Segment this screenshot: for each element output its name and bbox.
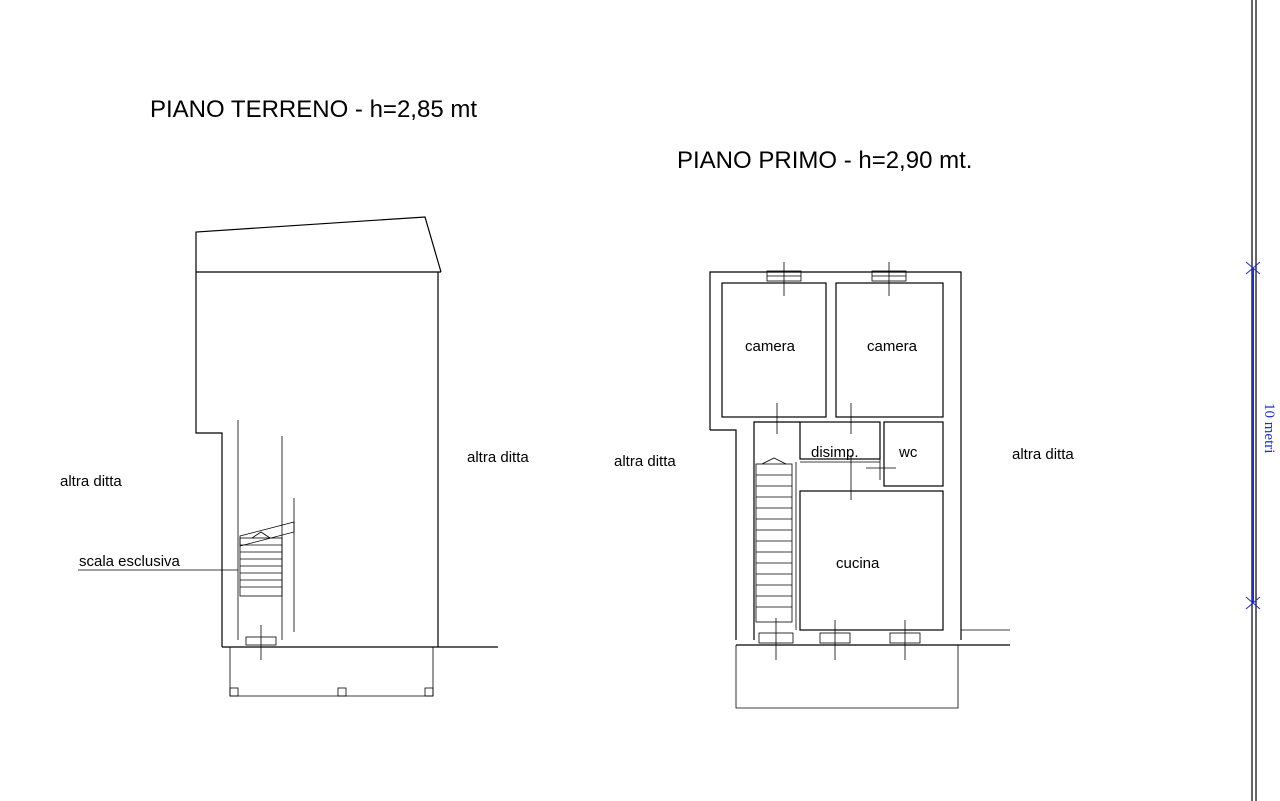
room-wc-label: wc [898, 444, 918, 461]
room-disimpegno-label: disimp. [811, 444, 859, 461]
scale-bar-label: 10 metri [1261, 403, 1277, 453]
first-floor-plan [709, 262, 1010, 709]
ground-floor-plan [78, 216, 498, 697]
first-left-neighbor-label: altra ditta [614, 453, 676, 470]
room-camera-1-label: camera [745, 338, 796, 355]
room-camera-2-label: camera [867, 338, 918, 355]
room-disimpegno [799, 421, 881, 460]
room-cucina-label: cucina [836, 555, 880, 572]
room-camera-2 [835, 282, 944, 418]
room-wc [883, 421, 944, 487]
stair-label: scala esclusiva [79, 553, 181, 570]
ground-right-neighbor-label: altra ditta [467, 449, 529, 466]
first-right-neighbor-label: altra ditta [1012, 446, 1074, 463]
ground-left-neighbor-label: altra ditta [60, 473, 122, 490]
ground-floor-title: PIANO TERRENO - h=2,85 mt [150, 96, 477, 123]
room-camera-1 [721, 282, 827, 418]
scale-bar: 10 metri [1245, 261, 1277, 610]
room-cucina [799, 490, 944, 631]
first-floor-title: PIANO PRIMO - h=2,90 mt. [677, 147, 972, 174]
